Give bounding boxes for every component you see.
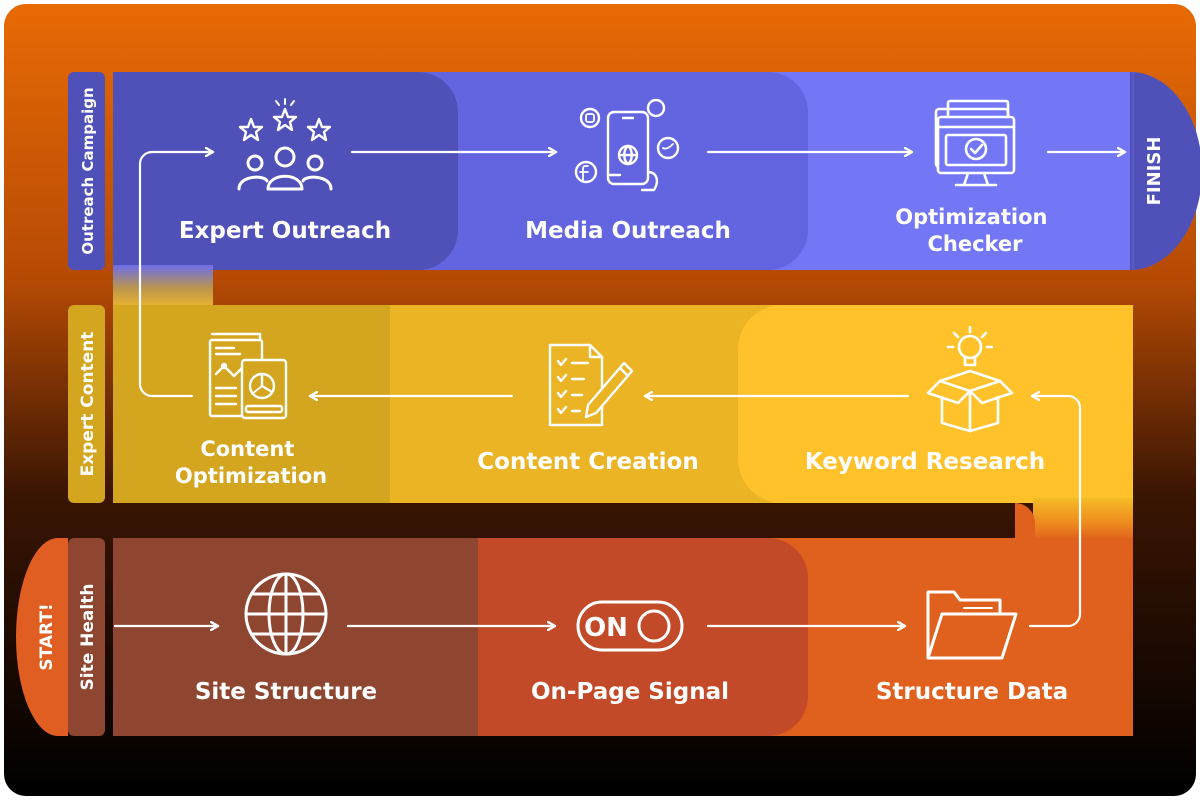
media-outreach-label: Media Outreach <box>525 218 731 244</box>
analytics-report-icon <box>208 332 288 420</box>
health-sidebar <box>68 538 105 736</box>
content-optimization-label: Content Optimization <box>175 437 327 488</box>
health-row <box>16 538 1133 736</box>
arrow-structure-data-to-keyword <box>1028 396 1082 628</box>
optimization-checker-label: Optimization Checker <box>895 205 1055 256</box>
finish-label: FINISH <box>1144 137 1165 206</box>
outreach-sidebar <box>68 72 105 270</box>
flow-arrows <box>113 152 1125 628</box>
optimization-checker-line-2: Checker <box>927 232 1023 256</box>
lightbulb-box-icon <box>926 325 1014 433</box>
outreach-mid-panel <box>380 72 808 270</box>
outreach-side-label: Outreach Campaign <box>79 87 97 254</box>
monitor-checkmark-icon <box>934 99 1016 187</box>
health-dark-panel <box>113 538 478 736</box>
keyword-research-label: Keyword Research <box>805 449 1045 475</box>
outreach-row <box>68 72 1200 270</box>
on-toggle-icon <box>576 600 684 652</box>
health-side-label: Site Health <box>78 584 98 691</box>
left-bridge <box>113 265 213 310</box>
star-rating-people-icon <box>237 98 333 191</box>
outreach-dark-panel <box>113 72 458 270</box>
expert-outreach-label: Expert Outreach <box>179 218 391 244</box>
site-structure-label: Site Structure <box>195 679 377 705</box>
globe-icon <box>244 572 328 656</box>
social-media-phone-icon <box>574 98 680 192</box>
start-label: START! <box>37 603 57 670</box>
on-toggle-text: ON <box>584 613 628 643</box>
content-optimization-line-2: Optimization <box>175 464 327 488</box>
structure-data-label: Structure Data <box>876 679 1068 705</box>
content-sidebar <box>68 305 105 503</box>
health-mid-panel <box>400 538 808 736</box>
arrow-optimization-to-expert-outreach <box>138 152 213 398</box>
document-pen-icon <box>548 343 634 427</box>
content-optimization-line-1: Content <box>200 437 294 461</box>
right-bridge <box>1033 498 1133 540</box>
content-side-label: Expert Content <box>78 332 98 477</box>
on-page-signal-label: On-Page Signal <box>531 679 729 705</box>
start-cap <box>16 538 68 736</box>
content-creation-label: Content Creation <box>477 449 698 475</box>
optimization-checker-line-1: Optimization <box>895 205 1047 229</box>
finish-cap <box>1130 72 1200 270</box>
open-folder-icon <box>926 590 1018 660</box>
